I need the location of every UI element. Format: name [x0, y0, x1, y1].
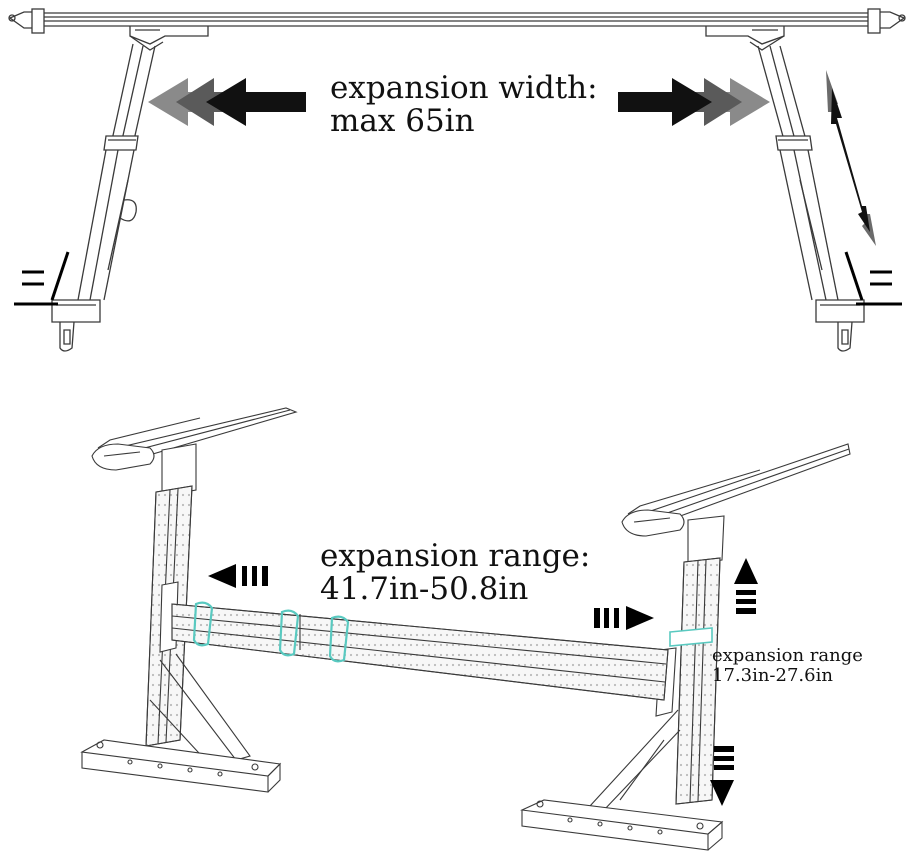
crossbar-tube — [171, 603, 669, 701]
left-front-leg — [51, 26, 209, 352]
height-range-label: expansion range 17.3in-27.6in — [712, 645, 863, 687]
equals-icon — [14, 251, 902, 306]
right-top-rail — [621, 443, 851, 537]
double-left-arrow-icon — [148, 78, 306, 126]
crossbar-clamps — [192, 601, 350, 663]
right-foot-plate — [520, 799, 724, 851]
iso-view-rack — [80, 407, 851, 851]
height-range-value: 17.3in-27.6in — [712, 665, 833, 687]
double-right-arrow-icon — [618, 78, 770, 126]
crossbar-range-title: expansion range: — [320, 538, 591, 574]
left-upright — [145, 443, 251, 766]
expansion-width-label: expansion width: max 65in — [330, 72, 598, 137]
top-crossbar — [8, 8, 906, 34]
right-front-leg — [705, 26, 865, 352]
crossbar-range-label: expansion range: 41.7in-50.8in — [320, 540, 590, 605]
left-foot-plate — [80, 739, 282, 793]
height-range-title: expansion range — [712, 645, 863, 666]
dashed-arrow-icon — [208, 558, 758, 806]
front-view-rack — [8, 8, 906, 352]
left-top-rail — [91, 407, 298, 471]
vertical-double-arrow-icon — [826, 70, 876, 246]
expansion-width-value: max 65in — [330, 102, 475, 139]
expansion-width-title: expansion width: — [330, 70, 598, 106]
crossbar-range-value: 41.7in-50.8in — [320, 570, 529, 607]
